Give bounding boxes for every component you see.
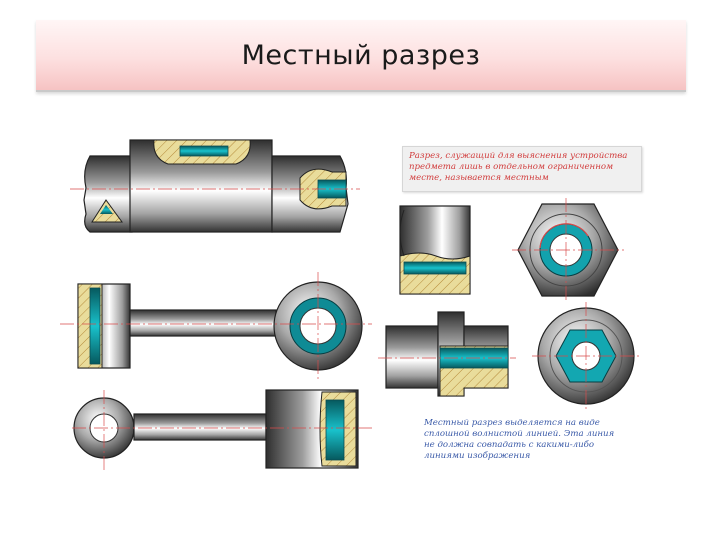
hex-nut-top-drawing	[512, 198, 624, 302]
wavy-line-note: Местный разрез выделяется на виде сплошн…	[424, 418, 615, 461]
title-banner: Местный разрез	[36, 20, 686, 92]
round-nut-top-drawing	[532, 302, 640, 410]
rod-with-ring-drawing	[60, 272, 372, 380]
nut-side-drawing	[399, 205, 471, 295]
definition-note: Разрез, служащий для выяснения устройств…	[402, 146, 642, 192]
eye-rod-drawing	[72, 389, 372, 470]
slide-title: Местный разрез	[241, 40, 481, 71]
shaft-drawing	[70, 139, 360, 233]
bushing-drawing	[378, 311, 516, 397]
